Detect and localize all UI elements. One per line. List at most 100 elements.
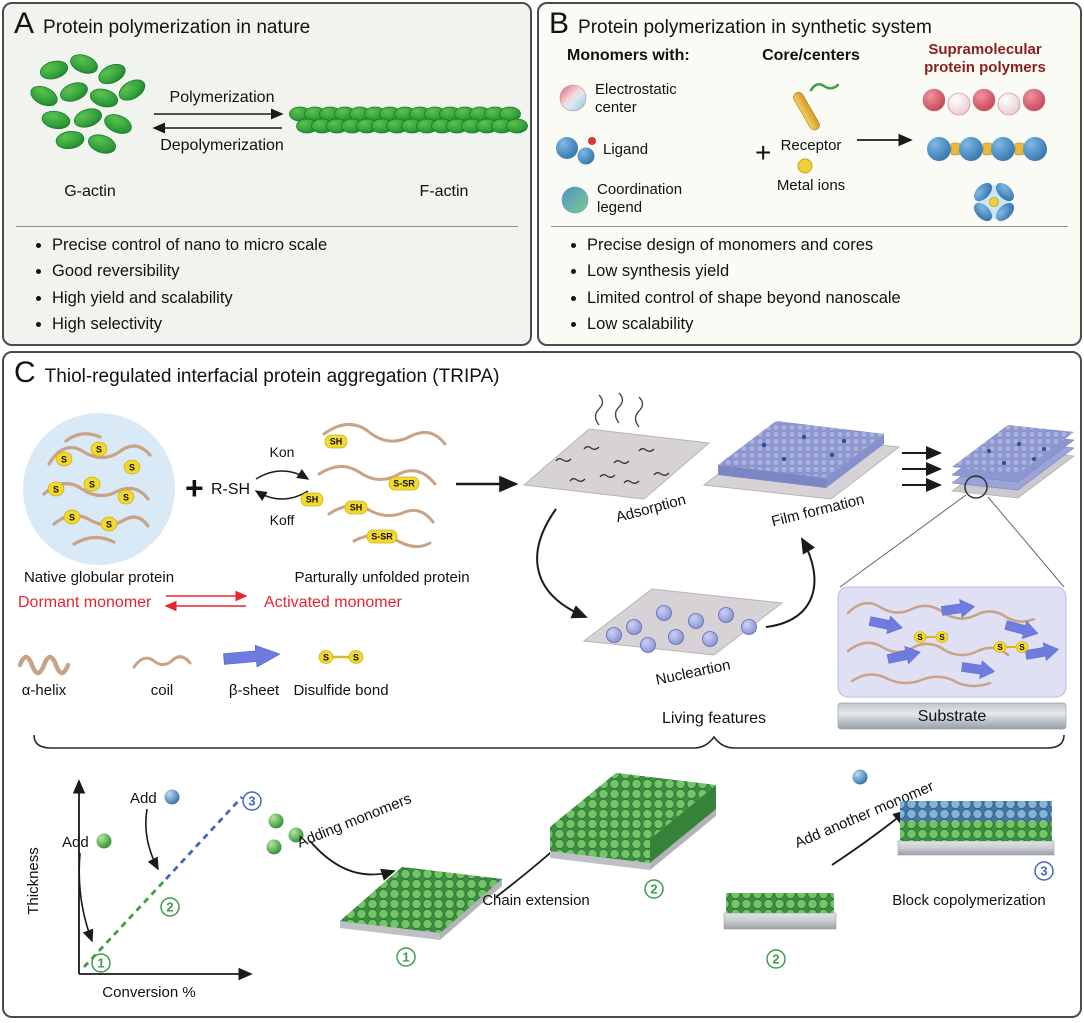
svg-text:3: 3	[1040, 863, 1047, 878]
disulfide-label: Disulfide bond	[293, 682, 388, 699]
g-actin-label: G-actin	[64, 183, 116, 200]
electrostatic-icon	[559, 84, 587, 111]
growth-curve-stage1	[82, 877, 168, 968]
svg-text:S-SR: S-SR	[393, 478, 415, 488]
graph-xlabel: Conversion %	[102, 984, 195, 1001]
svg-text:2: 2	[166, 899, 173, 914]
svg-text:S: S	[129, 462, 135, 472]
electrostatic-label-2: center	[595, 99, 637, 116]
panel-a-title: Protein polymerization in nature	[43, 17, 311, 38]
alpha-helix-icon	[17, 654, 71, 675]
kon-label: Kon	[270, 444, 295, 460]
cores-header: Core/centers	[762, 47, 860, 64]
plus-sign: +	[185, 470, 204, 506]
adding-monomers-arrow	[309, 839, 396, 881]
panel-b-bullets: Precise design of monomers and cores Low…	[551, 225, 1068, 335]
native-protein-art: S S S S S S S S	[23, 412, 175, 565]
nucleation-plane	[582, 587, 784, 656]
svg-text:1: 1	[97, 955, 104, 970]
substrate-label: Substrate	[918, 708, 987, 725]
adsorption-plane	[522, 392, 711, 500]
beta-sheet-icon	[222, 642, 282, 670]
panel-a-header: A Protein polymerization in nature	[4, 4, 530, 40]
substrate-bar	[837, 702, 1067, 729]
electrostatic-polymer-chain	[922, 88, 1046, 115]
metal-ion-icon	[797, 158, 813, 173]
koff-label: Koff	[270, 512, 295, 528]
add-label-2: Add	[130, 790, 157, 807]
second-monomer-sphere	[852, 769, 868, 784]
s-marks: S S S S S S S S	[47, 441, 141, 531]
svg-text:S: S	[89, 479, 95, 489]
living-features-brace	[33, 734, 1065, 749]
panel-b: B Protein polymerization in synthetic sy…	[537, 2, 1082, 346]
svg-text:S: S	[917, 633, 923, 642]
bullet-item: Limited control of shape beyond nanoscal…	[587, 289, 1068, 308]
panel-b-title: Protein polymerization in synthetic syst…	[578, 17, 932, 38]
adding-monomers-label: Adding monomers	[295, 790, 414, 851]
living-features-label: Living features	[662, 710, 766, 727]
panel-b-header: B Protein polymerization in synthetic sy…	[539, 4, 1080, 40]
svg-text:S: S	[69, 512, 75, 522]
metal-ions-label: Metal ions	[777, 177, 845, 194]
add-label-1: Add	[62, 834, 89, 851]
bullet-item: Precise control of nano to micro scale	[52, 236, 518, 255]
receptor-polymer-chain	[927, 136, 1047, 161]
panel-c-art: S S S S S S S S + R-SH Kon Koff	[17, 392, 1076, 1001]
extended-slab-2	[550, 772, 716, 870]
panel-c: C Thiol-regulated interfacial protein ag…	[2, 351, 1082, 1018]
native-protein-label: Native globular protein	[24, 569, 174, 586]
kon-koff-arrows	[254, 468, 310, 501]
alpha-helix-label: α-helix	[22, 682, 67, 699]
svg-text:S: S	[53, 484, 59, 494]
panel-b-art: Monomers with: Core/centers Supramolecul…	[556, 41, 1047, 221]
f-actin-filament	[289, 106, 528, 133]
unfolded-protein-label: Parturally unfolded protein	[294, 569, 469, 586]
chain-extension-label: Chain extension	[482, 892, 590, 909]
svg-text:S: S	[96, 444, 102, 454]
coordination-label-2: legend	[597, 199, 642, 216]
nucleation-to-film-arrow	[765, 536, 816, 628]
coordination-label: Coordination	[597, 181, 682, 198]
depolymerization-label: Depolymerization	[160, 137, 284, 154]
free-monomers	[266, 813, 304, 854]
beta-sheet-label: β-sheet	[229, 682, 280, 699]
polymerization-arrows	[152, 107, 284, 134]
svg-text:2: 2	[772, 951, 779, 966]
add-another-arrow	[831, 809, 908, 866]
coordination-icon	[561, 186, 589, 213]
svg-text:S: S	[997, 643, 1003, 652]
f-actin-label: F-actin	[420, 183, 469, 200]
stacked-film	[839, 424, 1076, 587]
polymerization-label: Polymerization	[170, 89, 275, 106]
film-structure-inset: S S S S	[837, 586, 1067, 697]
svg-text:S: S	[353, 652, 359, 662]
svg-text:S: S	[61, 454, 67, 464]
top-row: A Protein polymerization in nature	[2, 2, 1082, 346]
adsorption-to-nucleation-arrow	[536, 507, 588, 618]
blue-monomer-sphere	[164, 789, 180, 804]
unfolded-protein-art: SH SH SH S-SR S-SR	[300, 422, 447, 548]
products-header-2: protein polymers	[924, 59, 1046, 76]
bullet-item: Precise design of monomers and cores	[587, 236, 1068, 255]
svg-text:SH: SH	[330, 436, 343, 446]
ligand-label: Ligand	[603, 141, 648, 158]
slab1-marker: 1	[396, 946, 416, 967]
bullet-item: Low scalability	[587, 315, 1068, 334]
svg-text:S: S	[106, 519, 112, 529]
dormant-label: Dormant monomer	[18, 594, 152, 611]
plus-sign: +	[755, 137, 771, 168]
panel-a-letter: A	[14, 7, 35, 40]
growth-curve-stage2	[164, 795, 244, 880]
panel-b-letter: B	[549, 7, 570, 40]
bullet-item: Good reversibility	[52, 262, 518, 281]
disulfide-icon: S S	[318, 649, 364, 664]
block-marker: 3	[1034, 860, 1054, 881]
receptor-label: Receptor	[781, 137, 842, 154]
svg-text:S: S	[1019, 643, 1025, 652]
homopolymer-slab	[723, 892, 837, 929]
bullet-item: High selectivity	[52, 315, 518, 334]
block-copolymerization-label: Block copolymerization	[892, 892, 1045, 909]
stage-marker-1: 1	[91, 952, 111, 973]
